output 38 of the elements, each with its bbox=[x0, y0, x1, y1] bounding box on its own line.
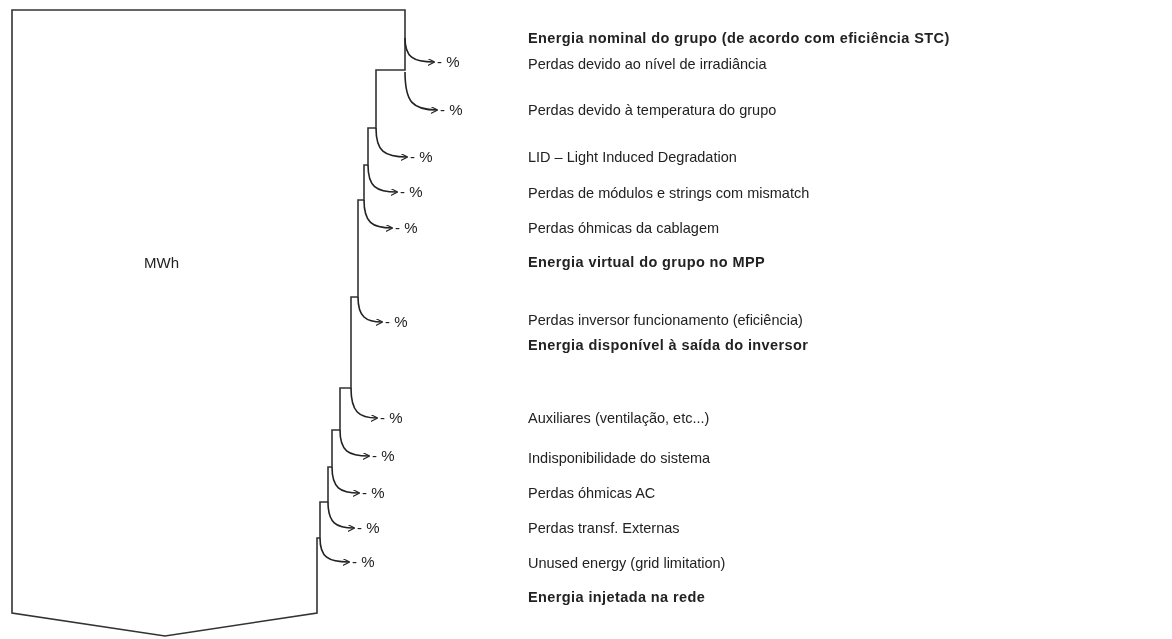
energy-total-label: Energia injetada na rede bbox=[528, 588, 706, 606]
loss-description: Perdas de módulos e strings com mismatch bbox=[528, 184, 810, 202]
loss-percentage: - % bbox=[362, 484, 385, 502]
loss-arrow bbox=[363, 199, 394, 232]
loss-arrow bbox=[331, 466, 361, 497]
energy-total-label: Energia disponível à saída do inversor bbox=[528, 336, 809, 354]
loss-percentage: - % bbox=[400, 183, 423, 201]
energy-total-label: Energia virtual do grupo no MPP bbox=[528, 253, 766, 271]
loss-percentage: - % bbox=[440, 101, 463, 119]
loss-description: LID – Light Induced Degradation bbox=[528, 148, 737, 166]
loss-arrow bbox=[404, 71, 439, 114]
loss-description: Perdas devido à temperatura do grupo bbox=[528, 101, 777, 119]
loss-description: Perdas transf. Externas bbox=[528, 519, 680, 537]
loss-percentage: - % bbox=[410, 148, 433, 166]
loss-arrow bbox=[327, 501, 356, 532]
loss-description: Perdas inversor funcionamento (eficiência) bbox=[528, 311, 803, 329]
loss-description: Perdas devido ao nível de irradiância bbox=[528, 55, 767, 73]
loss-percentage: - % bbox=[395, 219, 418, 237]
loss-description: Perdas óhmicas AC bbox=[528, 484, 656, 502]
unit-label: MWh bbox=[144, 254, 179, 272]
loss-description: Unused energy (grid limitation) bbox=[528, 554, 726, 572]
loss-arrow bbox=[375, 127, 409, 161]
loss-description: Perdas óhmicas da cablagem bbox=[528, 219, 720, 237]
loss-percentage: - % bbox=[385, 313, 408, 331]
loss-description: Indisponibilidade do sistema bbox=[528, 449, 711, 467]
loss-arrow bbox=[357, 296, 384, 326]
loss-percentage: - % bbox=[352, 553, 375, 571]
energy-flow-band bbox=[11, 9, 406, 637]
loss-arrow bbox=[319, 537, 351, 566]
loss-arrow bbox=[367, 164, 399, 196]
loss-description: Auxiliares (ventilação, etc...) bbox=[528, 409, 710, 427]
loss-percentage: - % bbox=[437, 53, 460, 71]
loss-percentage: - % bbox=[372, 447, 395, 465]
loss-percentage: - % bbox=[357, 519, 380, 537]
loss-arrow bbox=[339, 429, 371, 460]
loss-percentage: - % bbox=[380, 409, 403, 427]
loss-arrow bbox=[350, 387, 379, 422]
energy-total-label: Energia nominal do grupo (de acordo com eficiência STC) bbox=[528, 29, 950, 47]
